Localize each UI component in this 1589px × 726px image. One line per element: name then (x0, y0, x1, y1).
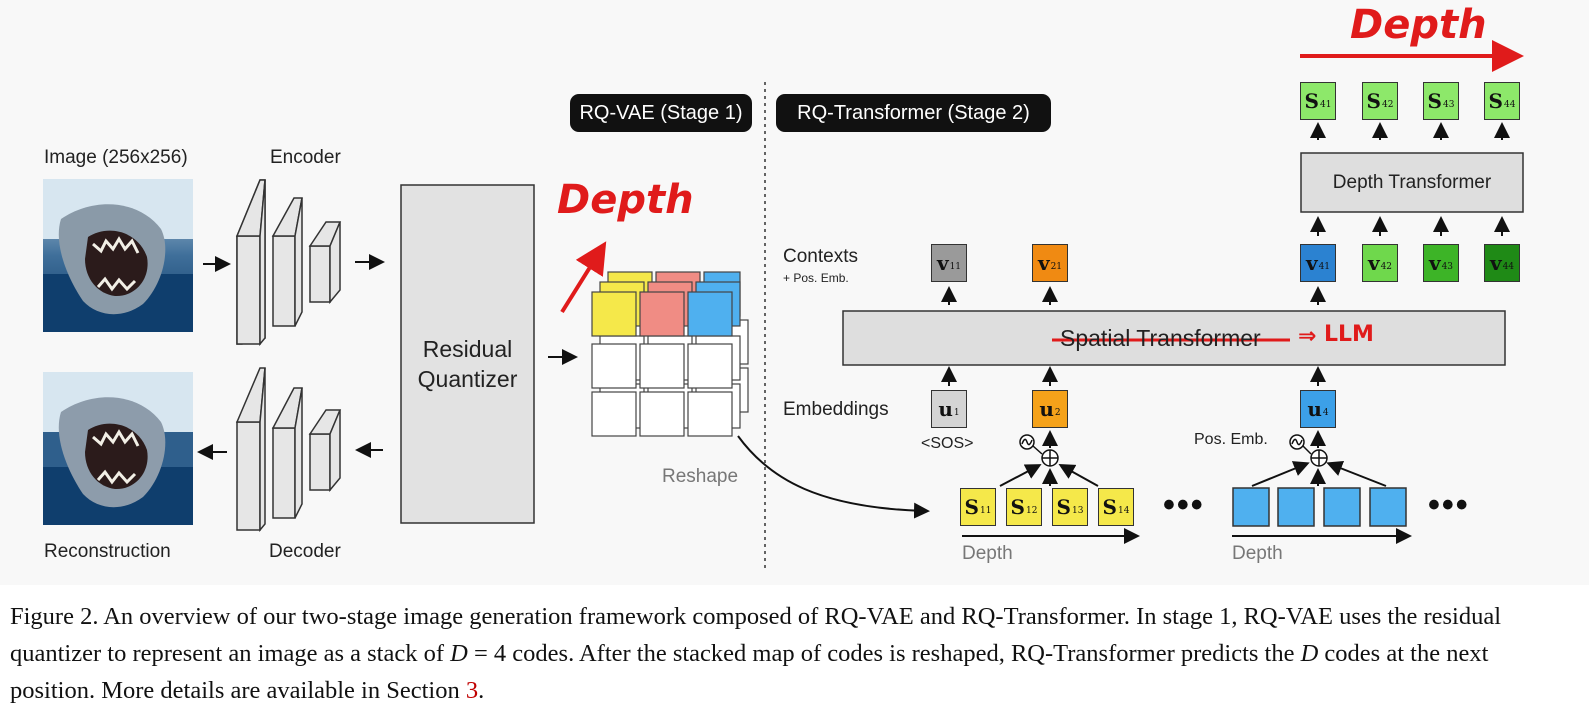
embeddings-label: Embeddings (783, 399, 889, 420)
spatial-transformer-label: Spatial Transformer (1060, 325, 1261, 351)
depth-cube-arrow (560, 241, 607, 314)
quantizer-line1: Residual (422, 336, 513, 362)
input-image (43, 179, 193, 332)
spatial-transformer-box (842, 310, 1506, 366)
decoder-label: Decoder (269, 541, 341, 562)
shark-reconstruction-icon (43, 372, 193, 525)
depth-transformer-box (1300, 152, 1524, 213)
vertical-arrows (941, 122, 1510, 544)
plus-circles (1041, 449, 1328, 467)
quantizer-line2: Quantizer (417, 366, 518, 392)
shark-icon (43, 179, 193, 332)
figure-diagram (197, 40, 1524, 568)
encoder-slabs (235, 179, 342, 347)
reshape-label: Reshape (662, 466, 739, 487)
reconstruction-image (43, 372, 193, 525)
section-link[interactable]: 3 (465, 677, 479, 704)
pos-emb-small-label: + Pos. Emb. (783, 271, 849, 285)
image-label: Image (256x256) (44, 147, 188, 168)
ellipsis-1: ••• (1163, 486, 1205, 524)
figure-caption: Figure 2. An overview of our two-stage i… (10, 603, 1502, 704)
depth-axis-label-1: Depth (962, 543, 1013, 564)
llm-annotation: LLM (1324, 322, 1374, 347)
ellipsis-2: ••• (1428, 486, 1470, 524)
residual-quantizer-box (400, 184, 535, 524)
blue-code-row (1232, 487, 1407, 527)
depth-cube-annotation: Depth (557, 177, 694, 223)
sos-label: <SOS> (921, 435, 974, 452)
reshape-arrow (737, 435, 930, 519)
encoder-label: Encoder (270, 147, 341, 168)
stage2-badge: RQ-Transformer (Stage 2) (776, 94, 1051, 132)
pos-emb-symbols (1019, 434, 1312, 455)
contexts-label: Contexts (783, 246, 858, 267)
depth-axis-label-2: Depth (1232, 543, 1283, 564)
depth-transformer-label: Depth Transformer (1332, 172, 1492, 193)
depth-top-annotation: Depth (1350, 2, 1487, 48)
llm-arrow-annotation: ⇒ (1298, 324, 1317, 349)
pos-emb-label: Pos. Emb. (1194, 431, 1268, 448)
stage1-badge: RQ-VAE (Stage 1) (570, 94, 752, 132)
decoder-slabs (235, 367, 342, 533)
reconstruction-label: Reconstruction (44, 541, 171, 562)
code-cube (591, 271, 749, 437)
